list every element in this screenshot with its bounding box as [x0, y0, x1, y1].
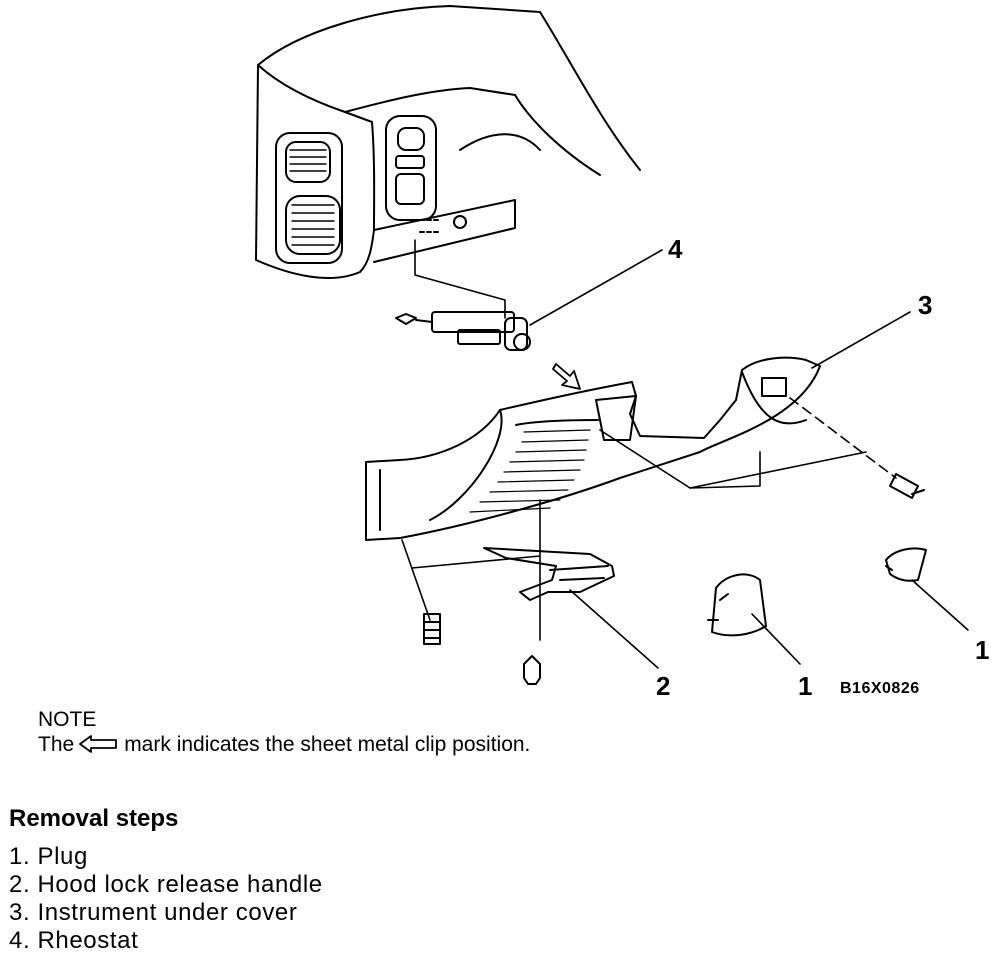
plug-part-middle: [707, 573, 767, 637]
leader-line-3: [811, 311, 911, 369]
leader-line-2: [569, 589, 659, 669]
hollow-left-arrow-icon: [78, 734, 120, 760]
figure-code: B16X0826: [840, 680, 920, 697]
removal-steps-title: Removal steps: [9, 805, 179, 832]
note-suffix: mark indicates the sheet metal clip posi…: [124, 733, 531, 756]
leader-line-1a: [751, 613, 801, 665]
screw-left: [423, 613, 441, 645]
hood-lock-release-handle-part: [483, 547, 615, 601]
leader-line-4: [529, 249, 663, 326]
removal-step-1: 1. Plug: [9, 843, 88, 870]
note-prefix: The: [38, 733, 75, 756]
screw-right: [889, 473, 925, 499]
callout-4: 4: [668, 234, 683, 264]
note-title: NOTE: [38, 708, 97, 731]
clip-fastener: [523, 655, 541, 685]
removal-step-3: 3. Instrument under cover: [9, 899, 298, 926]
leader-line-1b: [911, 579, 969, 631]
callout-3: 3: [918, 290, 933, 320]
instrument-under-cover-part: [365, 356, 821, 541]
dashboard-illustration: [255, 5, 641, 319]
callout-1-middle: 1: [798, 671, 813, 701]
diagram-drawing: [255, 5, 969, 685]
callout-2: 2: [656, 671, 671, 701]
exploded-view-diagram: 4 3 2 1 1 B16X0826: [255, 5, 990, 701]
removal-steps-list: 1. Plug 2. Hood lock release handle 3. I…: [9, 843, 323, 955]
note-text: The mark indicates the sheet metal clip p…: [38, 733, 530, 760]
removal-step-4: 4. Rheostat: [9, 927, 139, 954]
assembly-guide-lines: [401, 397, 897, 641]
removal-step-2: 2. Hood lock release handle: [9, 871, 323, 898]
clip-position-arrow-icon: [552, 363, 581, 390]
rheostat-part: [395, 311, 531, 351]
callout-1-right: 1: [975, 635, 990, 665]
plug-part-right: [885, 547, 927, 582]
